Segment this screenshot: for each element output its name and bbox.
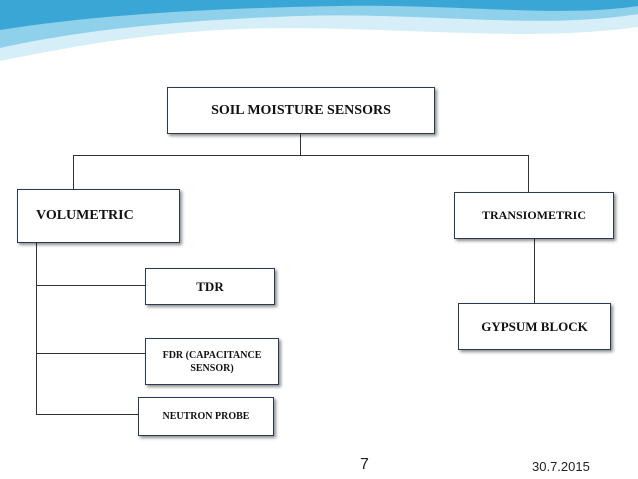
node-soil-moisture-sensors: SOIL MOISTURE SENSORS	[167, 87, 435, 134]
connector-fdr	[36, 353, 145, 354]
node-neutron-probe: NEUTRON PROBE	[138, 397, 274, 436]
node-fdr: FDR (CAPACITANCE SENSOR)	[145, 338, 279, 385]
node-transiometric: TRANSIOMETRIC	[454, 192, 614, 239]
connector-root-down	[300, 134, 301, 156]
header-wave-decoration	[0, 0, 638, 63]
connector-volumetric-spine	[36, 243, 37, 415]
slide-date: 30.7.2015	[532, 459, 590, 474]
page-number: 7	[360, 456, 369, 473]
connector-left-down	[73, 155, 74, 189]
node-volumetric: VOLUMETRIC	[17, 189, 180, 243]
connector-neutron	[36, 414, 138, 415]
connector-tdr	[36, 285, 145, 286]
node-tdr: TDR	[145, 268, 275, 305]
node-gypsum-block: GYPSUM BLOCK	[458, 303, 611, 350]
connector-right-down	[528, 155, 529, 192]
connector-horizontal	[73, 155, 529, 156]
connector-gypsum	[534, 239, 535, 303]
